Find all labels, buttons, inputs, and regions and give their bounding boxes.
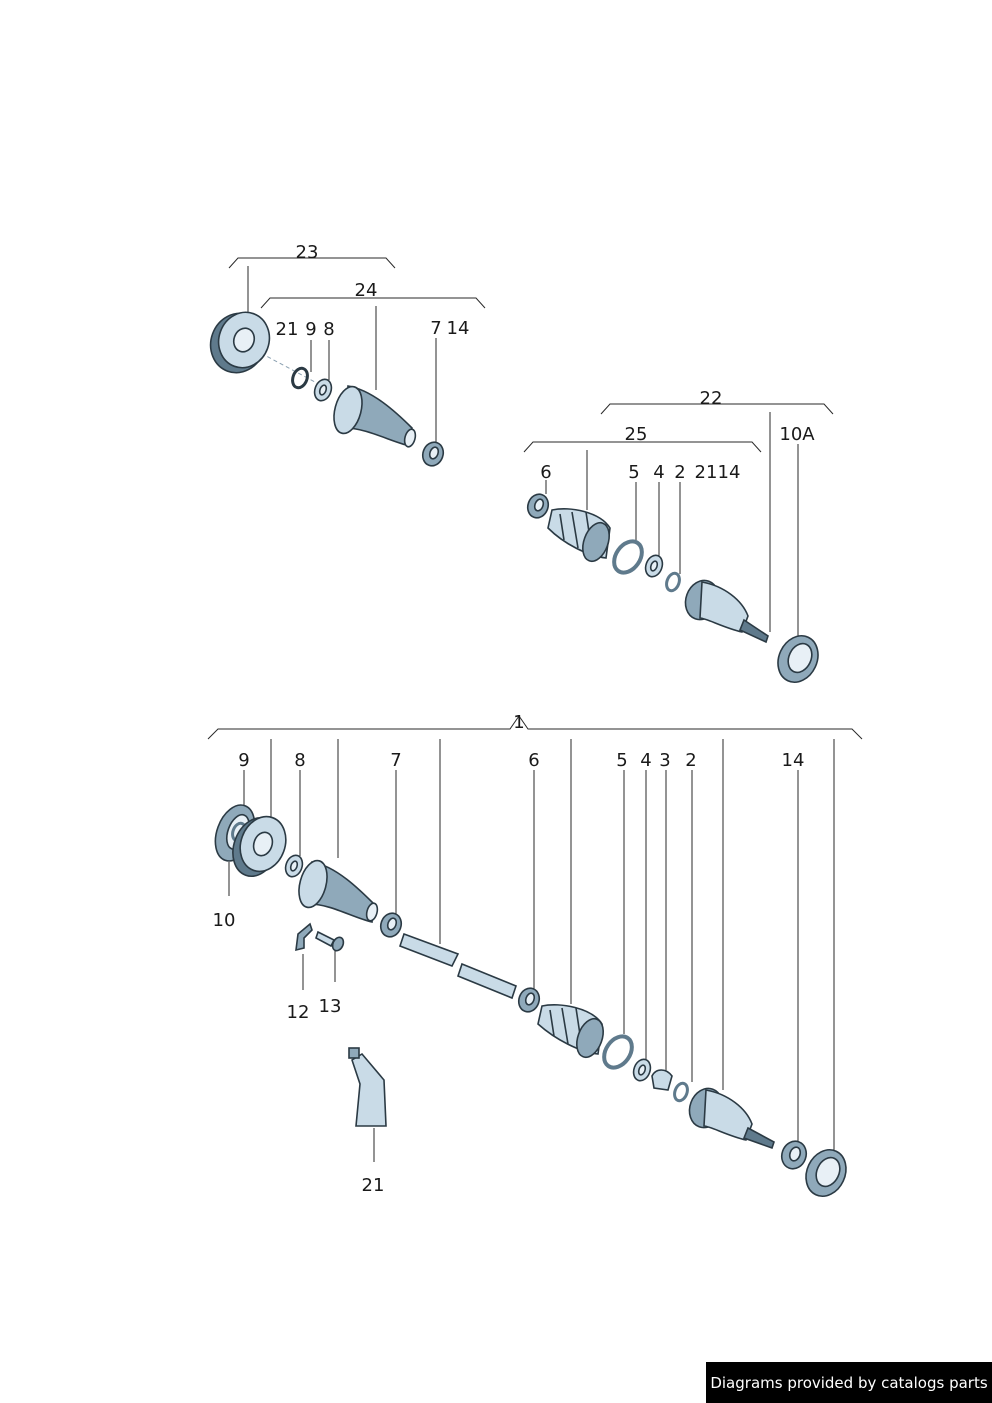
footer-credit: Diagrams provided by catalogs parts [706,1362,992,1403]
callout-b21: 21 [695,462,718,483]
washer-part-a8 [313,378,333,402]
callout-a14: 14 [447,318,470,339]
clamp-part-b5 [612,539,644,575]
boot-part-25 [547,508,611,563]
dish-spring-part-c3 [651,1069,673,1091]
callout-c14: 14 [782,750,805,771]
circlip-part-b2 [665,571,681,593]
callout-25: 25 [625,424,648,445]
ring-part-c6 [517,987,541,1013]
callout-b4: 4 [653,462,664,483]
assembly-group-1: 1 9 8 7 6 5 4 3 2 14 10 12 13 21 [207,712,863,1197]
bracket-23 [228,257,396,269]
seal-ring-part-c [805,1149,847,1197]
boot-part-c [298,859,379,923]
grease-tube-part-c21 [348,1047,387,1127]
nut-part-c14 [780,1140,808,1170]
callout-c21: 21 [362,1175,385,1196]
joint-part-22 [684,579,769,644]
callout-c5: 5 [616,750,627,771]
clamp-part-c5 [602,1034,634,1070]
washer-part-b4 [644,554,664,578]
callout-22: 22 [700,388,723,409]
callout-c10: 10 [213,910,236,931]
callout-c4: 4 [640,750,651,771]
flange-part-c [232,815,287,877]
washer-part-c4 [632,1058,652,1082]
callout-c3: 3 [659,750,670,771]
circlip-part-c2 [673,1081,689,1103]
callout-b6: 6 [540,462,551,483]
ring-part-c7 [379,912,403,938]
boot-part-c2 [537,1004,604,1059]
callout-a8: 8 [323,319,334,340]
flange-part-23 [209,311,271,374]
drive-shaft-part [398,932,517,1000]
callout-c7: 7 [390,750,401,771]
callout-c9: 9 [238,750,249,771]
callout-b14: 14 [718,462,741,483]
joint-part-c [688,1087,775,1150]
lock-plate-part-c12 [295,922,313,952]
circlip-part-a9 [291,366,309,390]
washer-part-c8 [284,854,304,878]
callout-23: 23 [296,242,319,263]
assembly-group-23: 23 24 21 9 8 7 14 [209,242,486,467]
callout-b5: 5 [628,462,639,483]
callout-c13: 13 [319,996,342,1017]
callout-a7: 7 [430,318,441,339]
callout-a21: 21 [276,319,299,340]
bracket-1 [207,715,863,740]
callout-a9: 9 [305,319,316,340]
ring-part-a7 [421,441,445,467]
ring-part-b6 [526,493,550,519]
bracket-24 [260,297,486,309]
callout-24: 24 [355,280,378,301]
seal-ring-part-b10a [777,635,819,683]
assembly-group-22: 22 25 10A 6 5 4 2 21 14 [523,388,834,683]
callout-b2: 2 [674,462,685,483]
bracket-22 [600,403,834,415]
bolt-part-c13 [315,930,345,952]
boot-part-24 [333,385,417,448]
callout-c8: 8 [294,750,305,771]
callout-b10a: 10A [779,424,815,445]
callout-c6: 6 [528,750,539,771]
callout-c12: 12 [287,1002,310,1023]
bracket-25 [523,441,762,453]
callout-1: 1 [513,712,524,733]
callout-c2: 2 [685,750,696,771]
